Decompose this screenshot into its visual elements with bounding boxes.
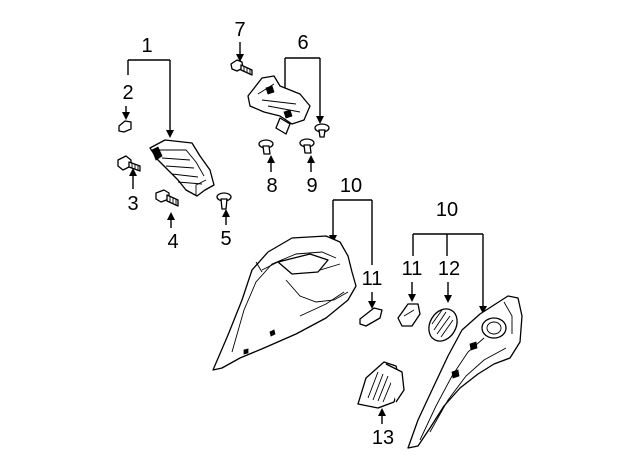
part-12-vent-grille (428, 308, 458, 342)
callout-3: 3 (127, 193, 138, 215)
callout-2: 2 (122, 82, 133, 104)
part-7-bolt (230, 59, 253, 76)
part-13-vent (357, 361, 405, 409)
part-6-screw (314, 123, 330, 138)
part-8-screw (258, 139, 274, 155)
callout-8: 8 (266, 175, 277, 197)
part-9-screw (299, 138, 315, 154)
part-3-bolt (117, 155, 141, 172)
part-6-bracket (247, 75, 311, 135)
callout-6: 6 (297, 32, 308, 54)
part-5-screw (216, 192, 232, 210)
callout-7: 7 (234, 19, 245, 41)
callout-10-right: 10 (436, 199, 458, 221)
part-1-trim-panel (149, 139, 215, 197)
part-11-left-cover (359, 307, 383, 327)
part-4-bolt (155, 189, 179, 207)
leader-lines (122, 42, 487, 424)
part-11-right-cover (397, 303, 421, 327)
callout-9: 9 (306, 175, 317, 197)
part-10-right-quarter-trim (407, 295, 523, 449)
callout-13: 13 (372, 427, 394, 449)
callout-1: 1 (141, 35, 152, 57)
callout-11-right: 11 (402, 258, 423, 280)
callout-11-left: 11 (362, 268, 383, 290)
part-2-clip (118, 120, 132, 133)
part-10-left-quarter-trim (212, 235, 357, 371)
callout-5: 5 (220, 228, 231, 250)
callout-10-left: 10 (340, 175, 362, 197)
callout-4: 4 (167, 231, 178, 253)
callout-12: 12 (438, 258, 460, 280)
